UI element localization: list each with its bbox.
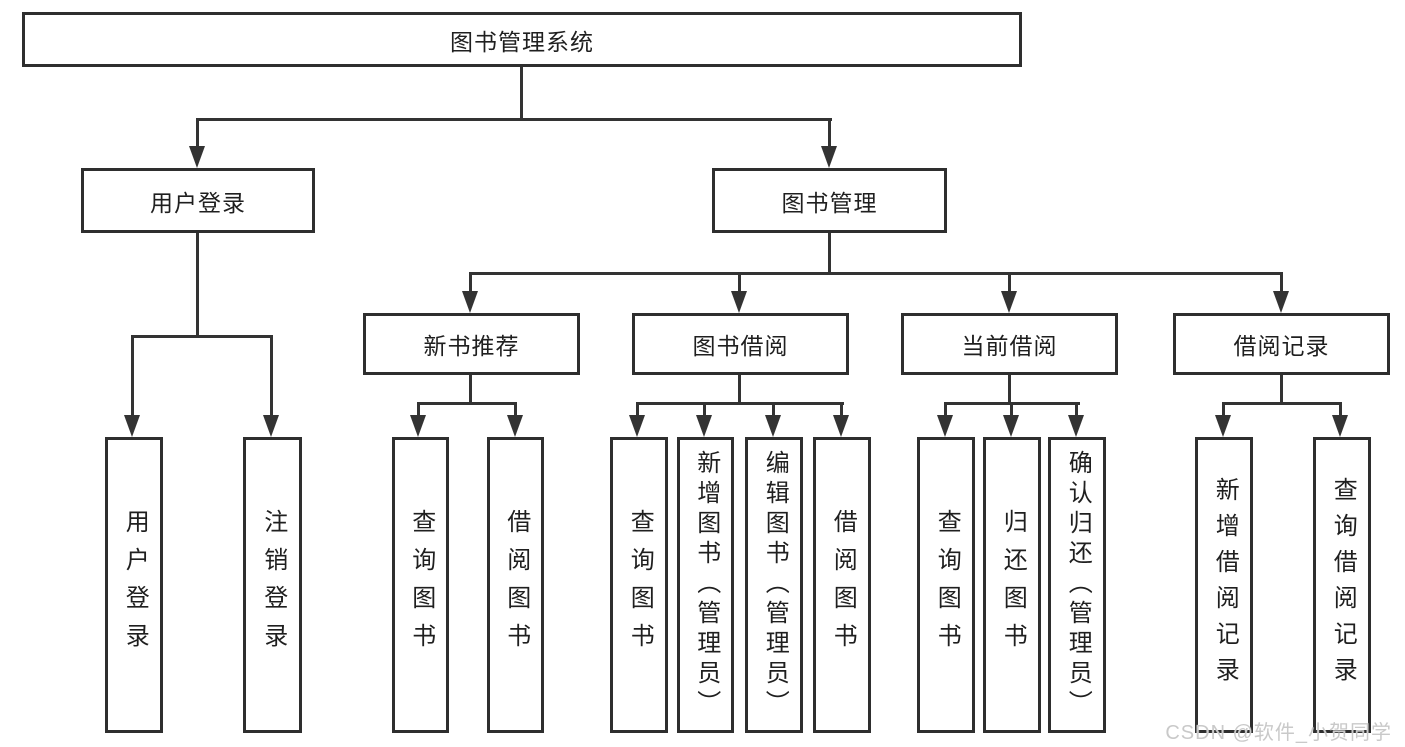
leaf-query-books-recommend: 查询图书 <box>392 437 449 733</box>
connector-user-login-stem <box>196 233 199 337</box>
arrowhead-book-mgmt <box>821 146 837 168</box>
leaf-label: 查询图书 <box>933 509 961 661</box>
arrowhead-current-borrow <box>1001 291 1017 313</box>
connector-new-book-stem <box>469 375 472 405</box>
connector-drop-book-mgmt <box>828 118 831 148</box>
node-label: 借阅记录 <box>1233 333 1330 359</box>
connector-drop-bb-query <box>636 402 639 417</box>
connector-root-stem <box>520 67 523 120</box>
node-label: 图书借阅 <box>692 333 789 359</box>
connector-drop-bb-edit <box>772 402 775 417</box>
connector-drop-leaf-logout <box>270 335 273 417</box>
leaf-label: 查询借阅记录 <box>1329 477 1357 693</box>
leaf-label: 新增借阅记录 <box>1211 477 1239 693</box>
connector-drop-cb-confirm <box>1075 402 1078 417</box>
connector-book-borrow-stem <box>738 375 741 405</box>
leaf-query-borrow-record: 查询借阅记录 <box>1313 437 1371 733</box>
leaf-label: 新增图书（管理员） <box>692 450 720 720</box>
connector-user-login-crossbar <box>131 335 273 338</box>
connector-drop-cb-return <box>1010 402 1013 417</box>
leaf-label: 借阅图书 <box>502 509 530 661</box>
arrowhead-nb-query <box>410 415 426 437</box>
node-borrowing-records: 借阅记录 <box>1173 313 1390 375</box>
leaf-label: 借阅图书 <box>829 509 857 661</box>
connector-drop-bb-borrow <box>840 402 843 417</box>
arrowhead-bb-add <box>696 415 712 437</box>
connector-drop-borrow-records <box>1280 272 1283 293</box>
leaf-label: 编辑图书（管理员） <box>761 450 789 720</box>
leaf-label: 查询图书 <box>626 509 654 661</box>
node-user-login-group: 用户登录 <box>81 168 315 233</box>
connector-book-mgmt-crossbar <box>469 272 1283 275</box>
leaf-borrow-books-recommend: 借阅图书 <box>487 437 544 733</box>
leaf-edit-books-admin: 编辑图书（管理员） <box>745 437 803 733</box>
arrowhead-new-book <box>462 291 478 313</box>
node-book-borrowing: 图书借阅 <box>632 313 849 375</box>
leaf-confirm-return-admin: 确认归还（管理员） <box>1048 437 1106 733</box>
connector-drop-new-book <box>469 272 472 293</box>
node-new-book-recommend: 新书推荐 <box>363 313 580 375</box>
node-label: 当前借阅 <box>961 333 1058 359</box>
connector-drop-cb-query <box>944 402 947 417</box>
leaf-label: 用户登录 <box>121 509 149 661</box>
arrowhead-book-borrow <box>731 291 747 313</box>
connector-root-crossbar <box>196 118 832 121</box>
leaf-label: 注销登录 <box>259 509 287 661</box>
connector-drop-leaf-login <box>131 335 134 417</box>
leaf-query-books-borrowing: 查询图书 <box>610 437 668 733</box>
leaf-label: 归还图书 <box>999 509 1027 661</box>
node-book-management-group: 图书管理 <box>712 168 947 233</box>
arrowhead-bb-borrow <box>833 415 849 437</box>
arrowhead-leaf-login <box>124 415 140 437</box>
node-library-management-system: 图书管理系统 <box>22 12 1022 67</box>
connector-drop-user-login <box>196 118 199 148</box>
leaf-query-books-current: 查询图书 <box>917 437 975 733</box>
arrowhead-cb-query <box>937 415 953 437</box>
arrowhead-nb-borrow <box>507 415 523 437</box>
leaf-add-books-admin: 新增图书（管理员） <box>677 437 734 733</box>
connector-drop-current-borrow <box>1008 272 1011 293</box>
leaf-borrow-books-borrowing: 借阅图书 <box>813 437 871 733</box>
connector-drop-nb-query <box>417 402 420 417</box>
leaf-label: 确认归还（管理员） <box>1064 450 1092 720</box>
connector-book-borrow-crossbar <box>636 402 844 405</box>
connector-drop-br-query <box>1339 402 1342 417</box>
arrowhead-br-add <box>1215 415 1231 437</box>
connector-borrow-records-stem <box>1280 375 1283 405</box>
node-label: 新书推荐 <box>423 333 520 359</box>
connector-drop-br-add <box>1222 402 1225 417</box>
arrowhead-br-query <box>1332 415 1348 437</box>
connector-new-book-crossbar <box>417 402 517 405</box>
leaf-label: 查询图书 <box>407 509 435 661</box>
arrowhead-bb-edit <box>765 415 781 437</box>
connector-book-mgmt-stem <box>828 233 831 275</box>
connector-drop-nb-borrow <box>514 402 517 417</box>
node-label: 用户登录 <box>150 189 246 216</box>
arrowhead-cb-confirm <box>1068 415 1084 437</box>
connector-current-borrow-stem <box>1008 375 1011 405</box>
leaf-logout: 注销登录 <box>243 437 302 733</box>
connector-drop-bb-add <box>703 402 706 417</box>
arrowhead-user-login <box>189 146 205 168</box>
arrowhead-borrow-records <box>1273 291 1289 313</box>
arrowhead-bb-query <box>629 415 645 437</box>
arrowhead-cb-return <box>1003 415 1019 437</box>
leaf-user-login: 用户登录 <box>105 437 163 733</box>
arrowhead-leaf-logout <box>263 415 279 437</box>
leaf-add-borrow-record: 新增借阅记录 <box>1195 437 1253 733</box>
watermark: CSDN @软件_小贺同学 <box>1165 722 1392 744</box>
node-label: 图书管理系统 <box>450 28 594 55</box>
connector-drop-book-borrow <box>738 272 741 293</box>
leaf-return-books: 归还图书 <box>983 437 1041 733</box>
node-label: 图书管理 <box>781 189 878 216</box>
node-current-borrowing: 当前借阅 <box>901 313 1118 375</box>
connector-borrow-records-crossbar <box>1222 402 1342 405</box>
